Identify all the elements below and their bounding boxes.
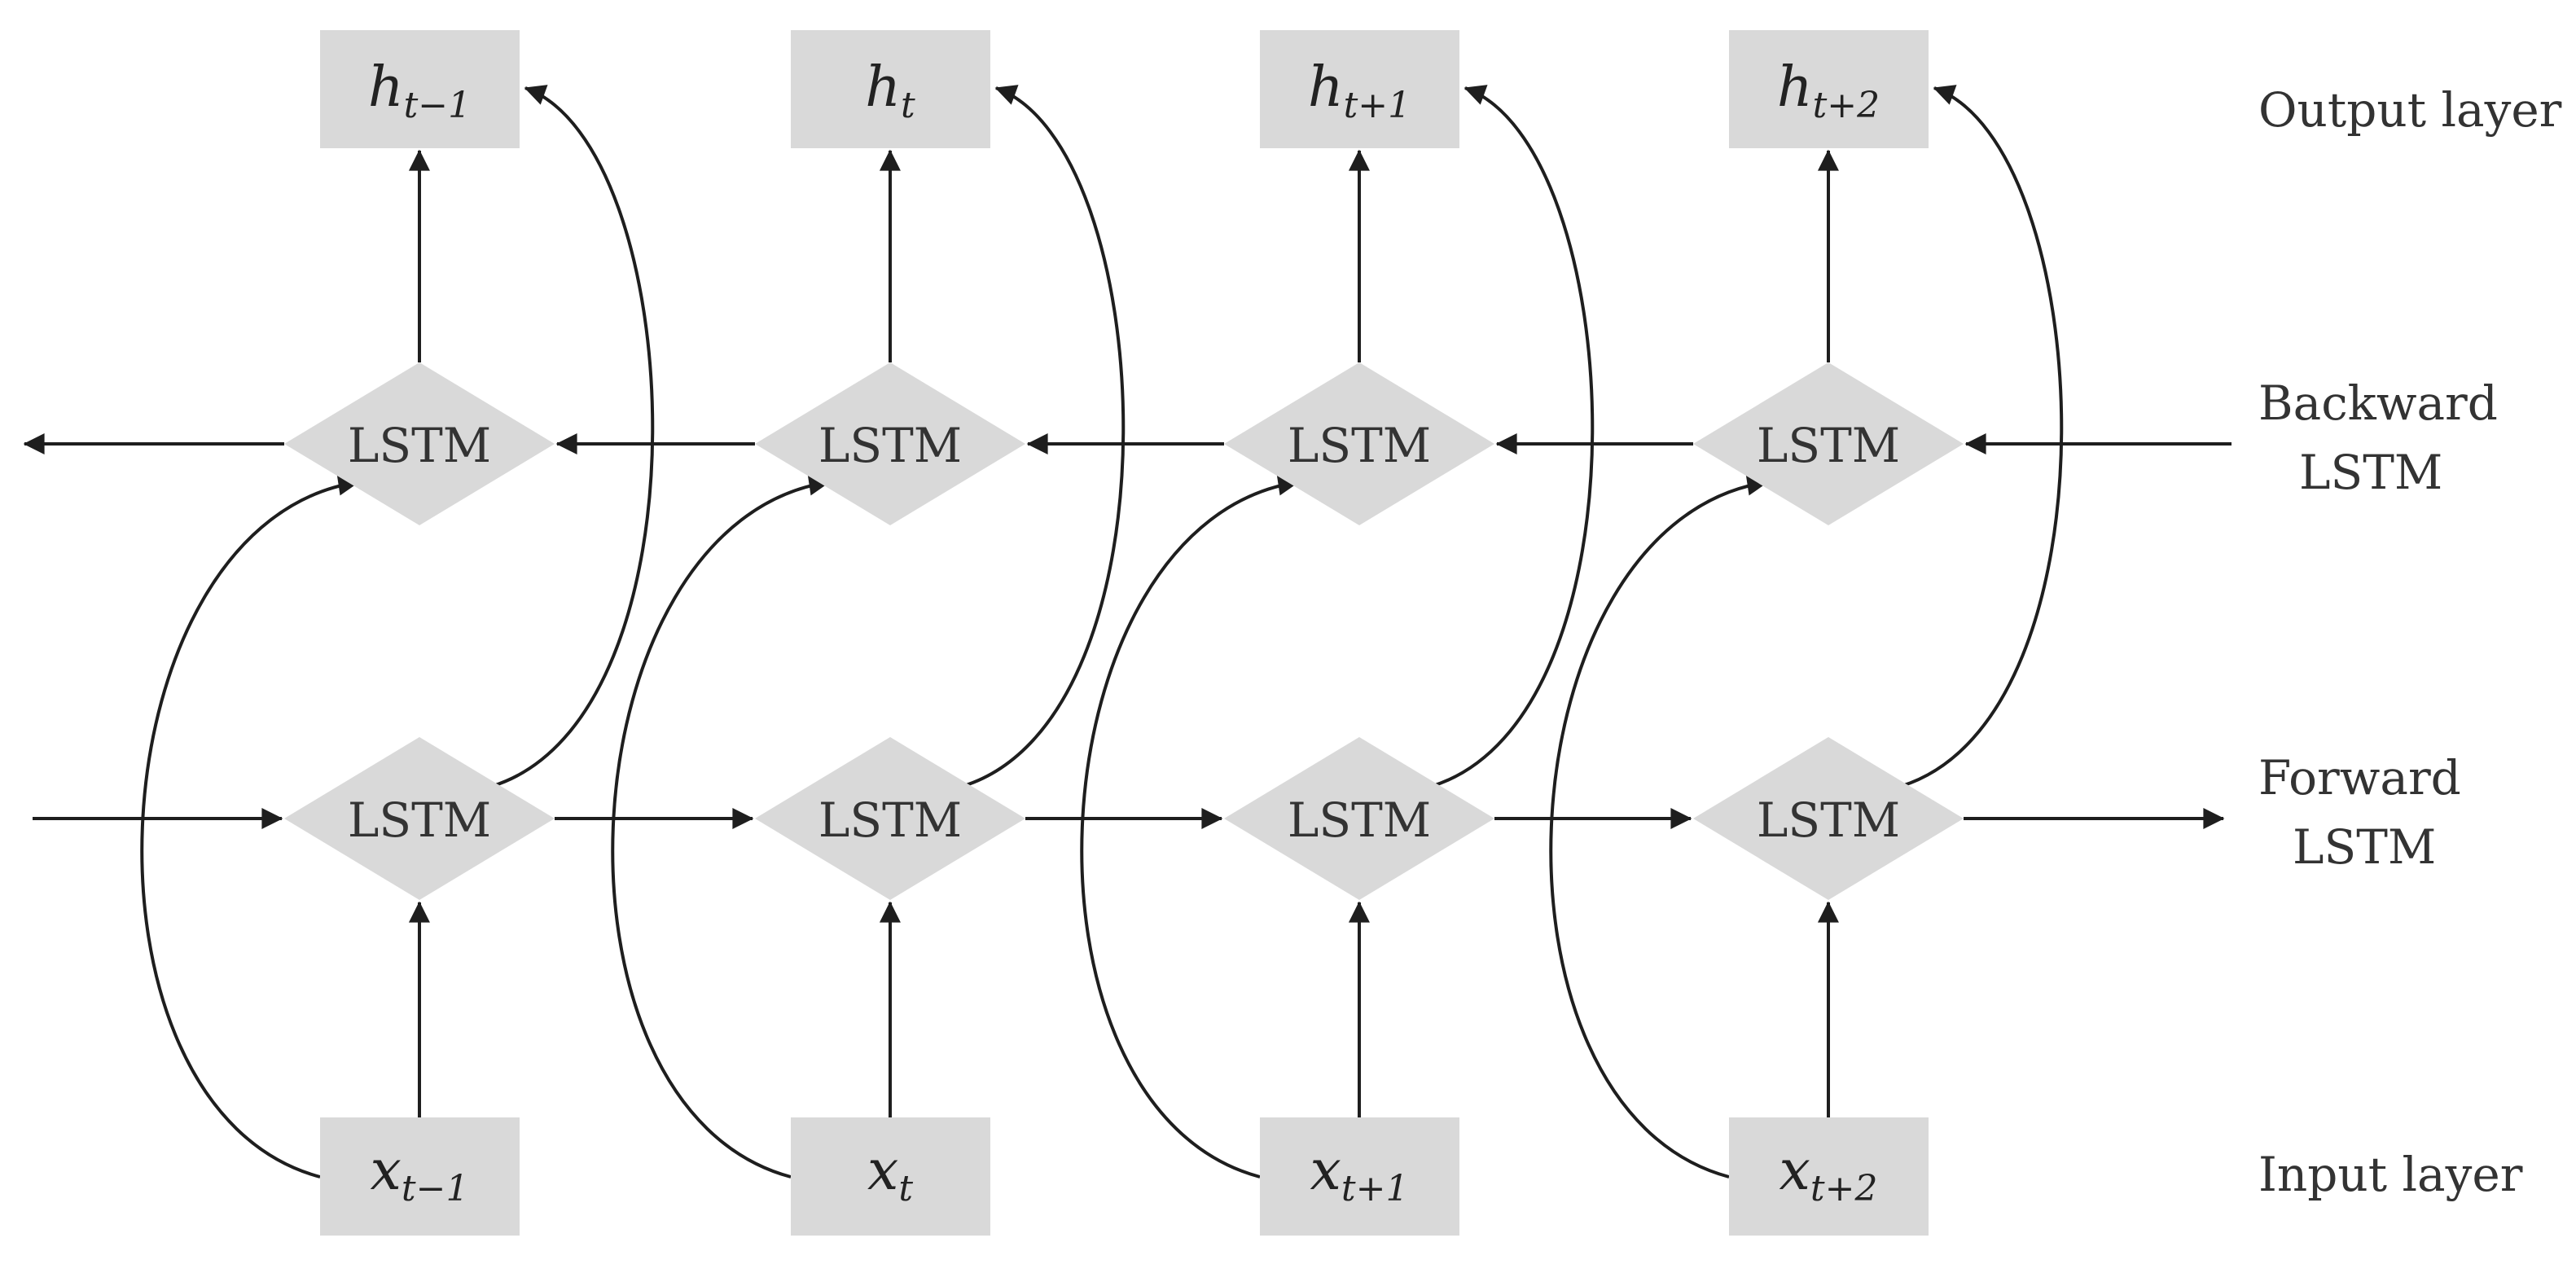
input-node: xt+1 xyxy=(1260,1117,1459,1236)
forward-lstm-label-line1: Forward xyxy=(2258,750,2461,806)
forward-lstm-node: LSTM xyxy=(755,737,1025,900)
input-base: x xyxy=(1310,1139,1341,1203)
forward-lstm-label: LSTM xyxy=(348,792,491,848)
forward-lstm-node: LSTM xyxy=(284,737,555,900)
svg-text:ht+2: ht+2 xyxy=(1777,55,1880,126)
forward-lstm-label: LSTM xyxy=(1288,792,1431,848)
output-base: h xyxy=(1777,55,1813,120)
backward-lstm-label: LSTM xyxy=(818,418,962,473)
backward-lstm-node: LSTM xyxy=(755,362,1025,525)
backward-lstm-layer: LSTM LSTM LSTM LSTM xyxy=(284,362,1964,525)
forward-lstm-node: LSTM xyxy=(1224,737,1494,900)
output-subscript: t+1 xyxy=(1344,85,1411,126)
output-subscript: t−1 xyxy=(404,85,472,126)
output-node: ht−1 xyxy=(320,30,520,148)
forward-lstm-label: LSTM xyxy=(818,792,962,848)
svg-text:xt: xt xyxy=(867,1139,913,1209)
input-subscript: t+2 xyxy=(1810,1168,1878,1209)
backward-lstm-label-line1: Backward xyxy=(2258,375,2498,431)
input-node: xt−1 xyxy=(320,1117,520,1236)
output-base: h xyxy=(368,55,404,120)
backward-lstm-label: LSTM xyxy=(1288,418,1431,473)
input-subscript: t xyxy=(898,1168,913,1209)
input-base: x xyxy=(1780,1139,1810,1203)
backward-lstm-label: LSTM xyxy=(1757,418,1900,473)
backward-lstm-node: LSTM xyxy=(284,362,555,525)
output-base: h xyxy=(865,55,901,120)
output-node: ht+1 xyxy=(1260,30,1459,148)
output-subscript: t xyxy=(901,85,915,126)
forward-lstm-label-line2: LSTM xyxy=(2293,819,2436,875)
input-base: x xyxy=(371,1139,402,1203)
svg-text:xt+2: xt+2 xyxy=(1780,1139,1878,1209)
layer-labels: Output layer Backward LSTM Forward LSTM … xyxy=(2258,82,2562,1202)
svg-text:ht+1: ht+1 xyxy=(1308,55,1411,126)
input-subscript: t+1 xyxy=(1341,1168,1409,1209)
svg-text:xt−1: xt−1 xyxy=(371,1139,469,1209)
svg-text:xt+1: xt+1 xyxy=(1310,1139,1409,1209)
forward-to-output-arrow xyxy=(963,85,1126,788)
input-node: xt xyxy=(791,1117,990,1236)
output-subscript: t+2 xyxy=(1813,85,1880,126)
output-layer: ht−1 ht ht+1 ht+2 xyxy=(320,30,1929,148)
input-layer-label: Input layer xyxy=(2258,1147,2523,1202)
forward-to-output-arrow xyxy=(492,85,655,788)
output-base: h xyxy=(1308,55,1344,120)
input-node: xt+2 xyxy=(1729,1117,1929,1236)
svg-text:ht: ht xyxy=(865,55,915,126)
backward-lstm-label: LSTM xyxy=(348,418,491,473)
connection-arrows xyxy=(23,85,2232,1179)
forward-lstm-layer: LSTM LSTM LSTM LSTM xyxy=(284,737,1964,900)
forward-lstm-label: LSTM xyxy=(1757,792,1900,848)
input-subscript: t−1 xyxy=(402,1168,469,1209)
forward-to-output-arrow xyxy=(1432,85,1595,788)
forward-lstm-node: LSTM xyxy=(1693,737,1964,900)
output-node: ht xyxy=(791,30,990,148)
backward-lstm-node: LSTM xyxy=(1693,362,1964,525)
output-layer-label: Output layer xyxy=(2258,82,2562,138)
backward-lstm-label-line2: LSTM xyxy=(2299,445,2442,500)
output-node: ht+2 xyxy=(1729,30,1929,148)
backward-lstm-node: LSTM xyxy=(1224,362,1494,525)
input-base: x xyxy=(867,1139,898,1203)
svg-text:ht−1: ht−1 xyxy=(368,55,471,126)
input-layer: xt−1 xt xt+1 xt+2 xyxy=(320,1117,1929,1236)
forward-to-output-arrow xyxy=(1901,85,2064,788)
